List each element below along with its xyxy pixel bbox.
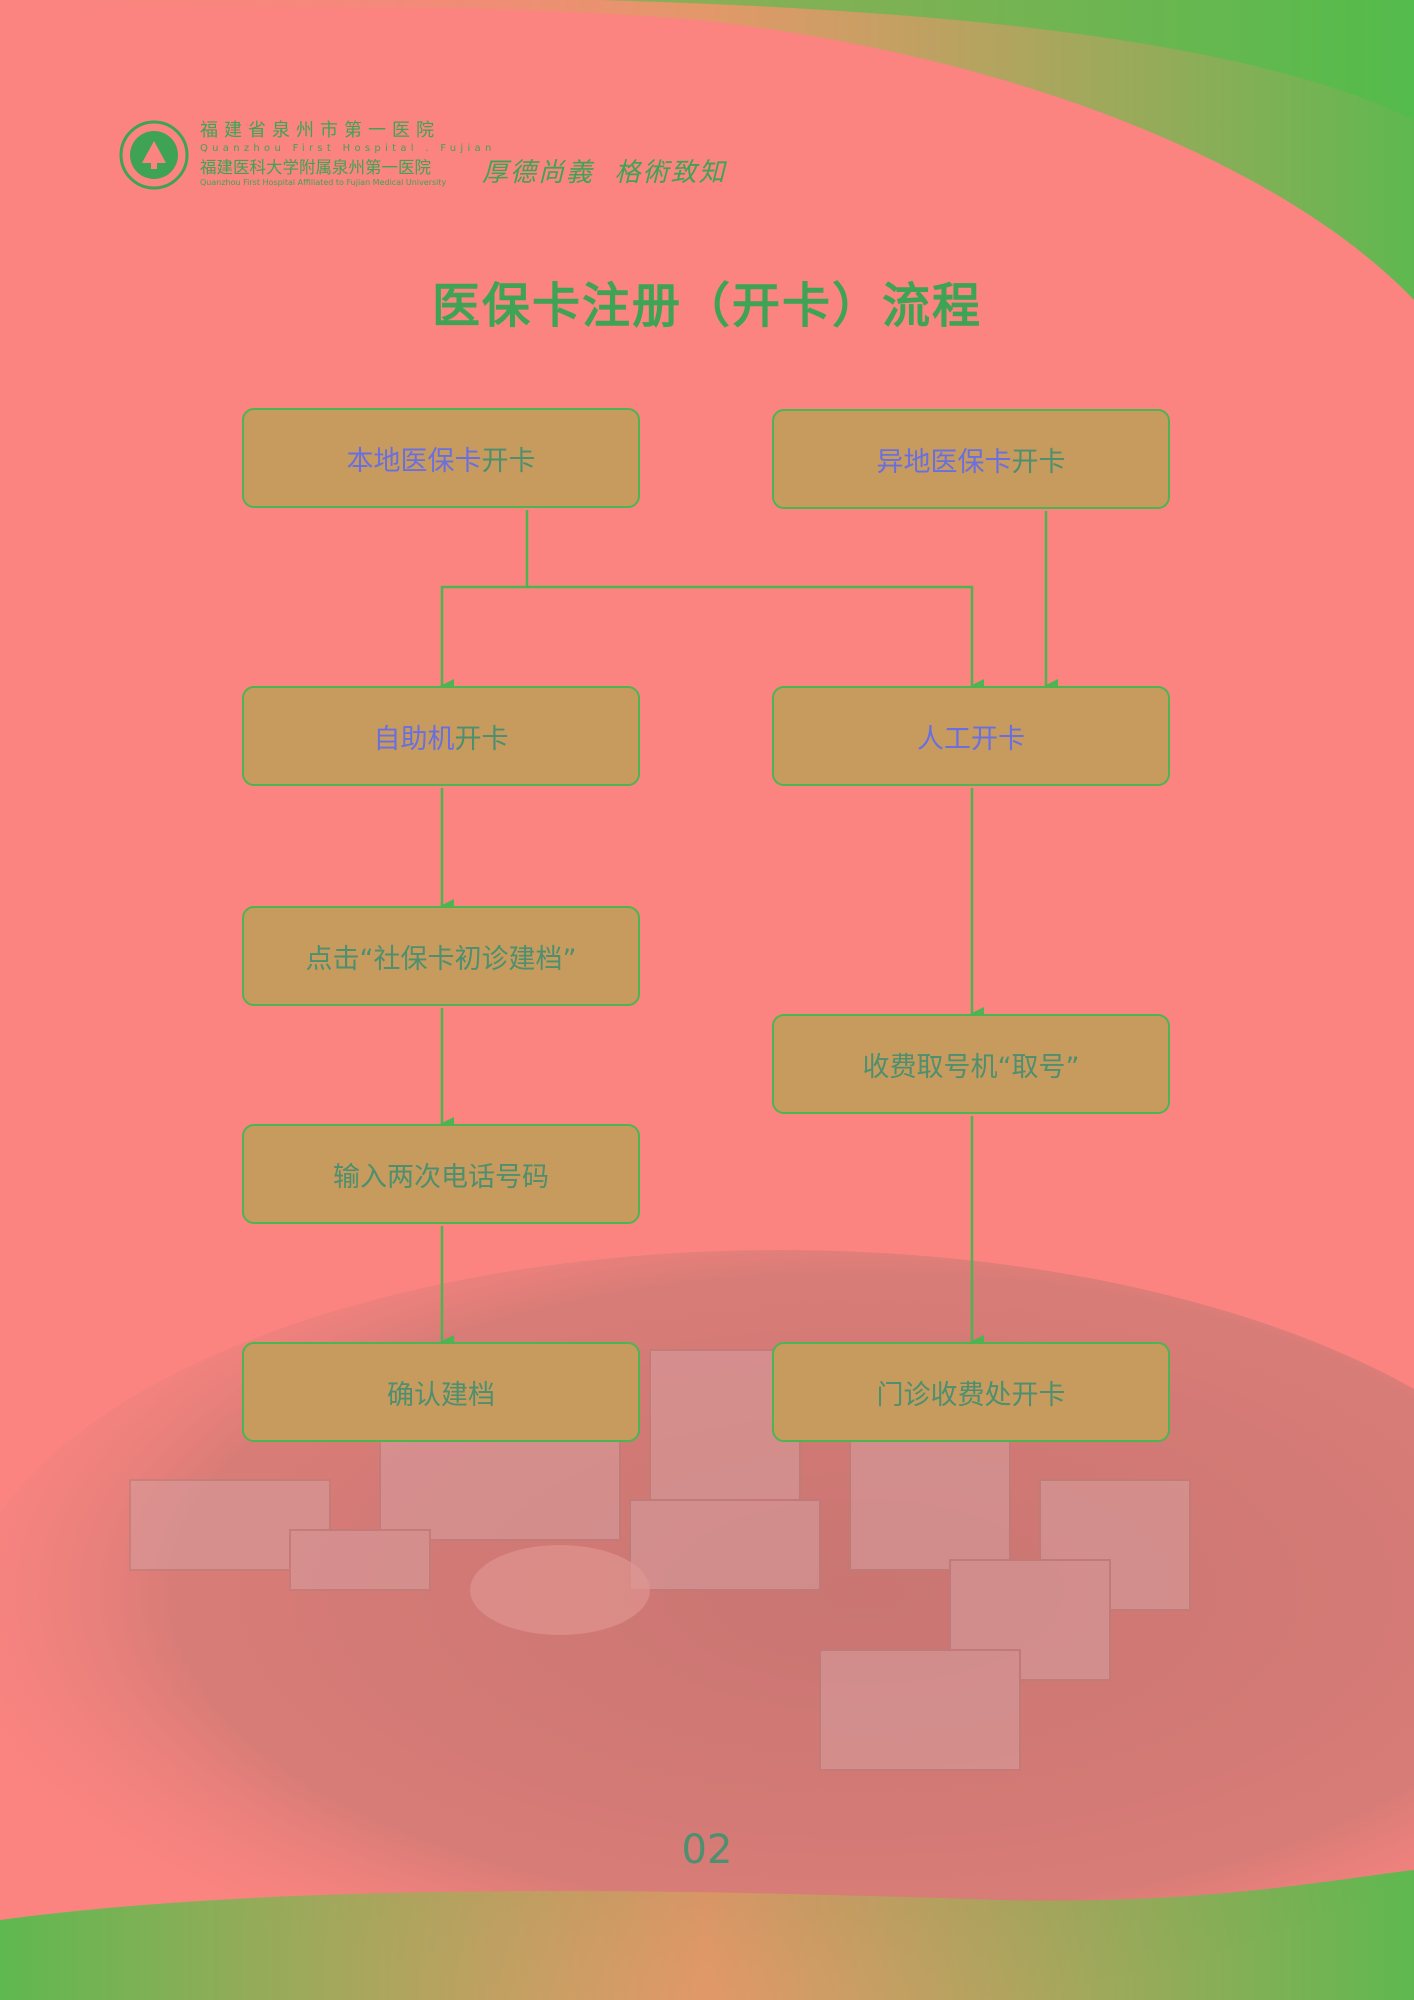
node-payment-counter: 门诊收费处开卡 [772, 1342, 1170, 1442]
node-remote-card: 异地医保卡开卡 [772, 409, 1170, 509]
node-enter-phone: 输入两次电话号码 [242, 1124, 640, 1224]
hospital-name-en: Quanzhou First Hospital . Fujian [200, 143, 496, 154]
node-manual: 人工开卡 [772, 686, 1170, 786]
node-local-card-suffix: 开卡 [481, 445, 536, 477]
hospital-name-cn: 福建省泉州市第一医院 [200, 120, 440, 141]
node-confirm-filing: 确认建档 [242, 1342, 640, 1442]
page-title: 医保卡注册（开卡）流程 [431, 278, 982, 334]
affiliate-name-cn: 福建医科大学附属泉州第一医院 [200, 158, 431, 177]
node-click-initial-filing: 点击“社保卡初诊建档” [242, 906, 640, 1006]
node-confirm-label: 确认建档 [387, 1379, 495, 1411]
node-local-card-emphasis: 本地医保卡 [346, 445, 482, 477]
node-manual-label: 人工开卡 [917, 723, 1025, 755]
node-counter-label: 门诊收费处开卡 [876, 1379, 1066, 1411]
node-ticket-label: 收费取号机“取号” [862, 1051, 1080, 1083]
node-click-label: 点击“社保卡初诊建档” [305, 943, 577, 975]
node-local-card: 本地医保卡开卡 [242, 408, 640, 508]
edge-local-to-self-service [440, 510, 529, 693]
node-remote-card-suffix: 开卡 [1011, 446, 1066, 478]
hospital-motto: 厚德尚義 格術致知 [482, 158, 727, 188]
hospital-seal-icon [119, 120, 189, 190]
node-self-service-suffix: 开卡 [454, 723, 509, 755]
node-phone-label: 输入两次电话号码 [333, 1161, 549, 1193]
node-self-service: 自助机开卡 [242, 686, 640, 786]
page-number: 02 [681, 1827, 733, 1873]
hospital-name-block: 福建省泉州市第一医院 Quanzhou First Hospital . Fuj… [200, 120, 496, 188]
node-remote-card-emphasis: 异地医保卡 [876, 446, 1012, 478]
node-self-service-emphasis: 自助机 [373, 723, 455, 755]
node-ticket-machine: 收费取号机“取号” [772, 1014, 1170, 1114]
edge-local-to-manual [527, 585, 984, 693]
affiliate-name-en: Quanzhou First Hospital Affiliated to Fu… [200, 178, 447, 187]
